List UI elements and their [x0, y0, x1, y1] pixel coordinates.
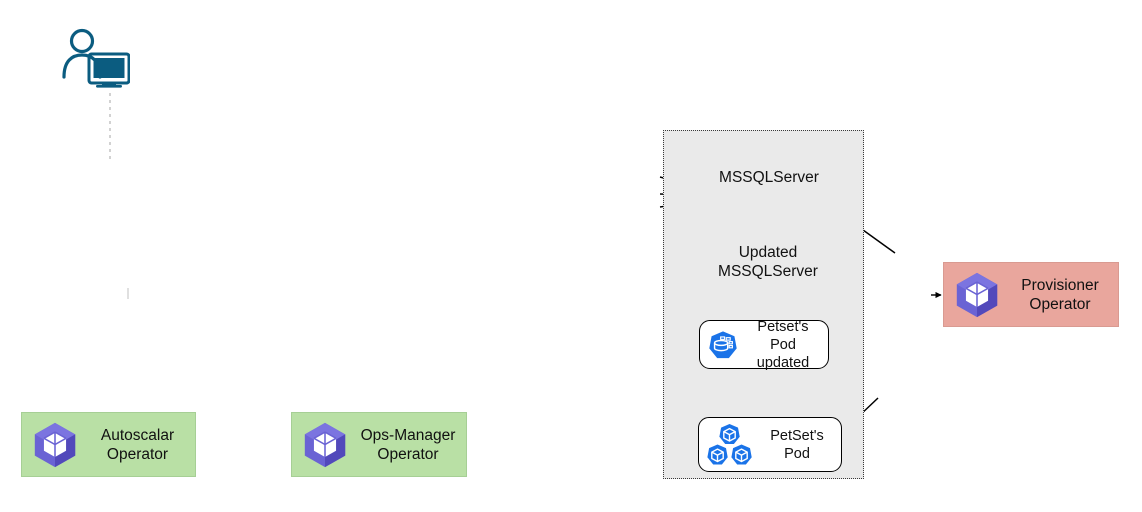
pods-cubes-icon	[707, 423, 753, 467]
operator-box-autoscalar-label: Autoscalar Operator	[100, 426, 175, 463]
operator-box-ops-manager[interactable]: Ops-Manager Operator	[291, 412, 467, 477]
operator-box-provisioner[interactable]: Provisioner Operator	[943, 262, 1119, 327]
pod-box-petset-pod-updated-label: Petset's Pod updated	[756, 318, 810, 371]
user-at-computer-icon	[60, 28, 131, 88]
pod-box-petset-pod-updated[interactable]: Petset's Pod updated	[699, 318, 829, 371]
statefulset-icon	[708, 330, 738, 360]
resource-updated-mssqlserver-label: Updated MSSQLServer	[718, 244, 818, 280]
resource-mssqlserver-label: MSSQLServer	[719, 169, 819, 186]
operator-box-ops-manager-label: Ops-Manager Operator	[360, 426, 456, 463]
operator-cube-icon	[300, 420, 350, 470]
operator-box-autoscalar[interactable]: Autoscalar Operator	[21, 412, 196, 477]
pod-box-petset-pod[interactable]: PetSet's Pod	[698, 417, 842, 472]
operator-cube-icon	[952, 270, 1002, 320]
operator-box-provisioner-label: Provisioner Operator	[1021, 276, 1099, 313]
operator-cube-icon	[30, 420, 80, 470]
pod-box-petset-pod-label: PetSet's Pod	[770, 427, 824, 462]
